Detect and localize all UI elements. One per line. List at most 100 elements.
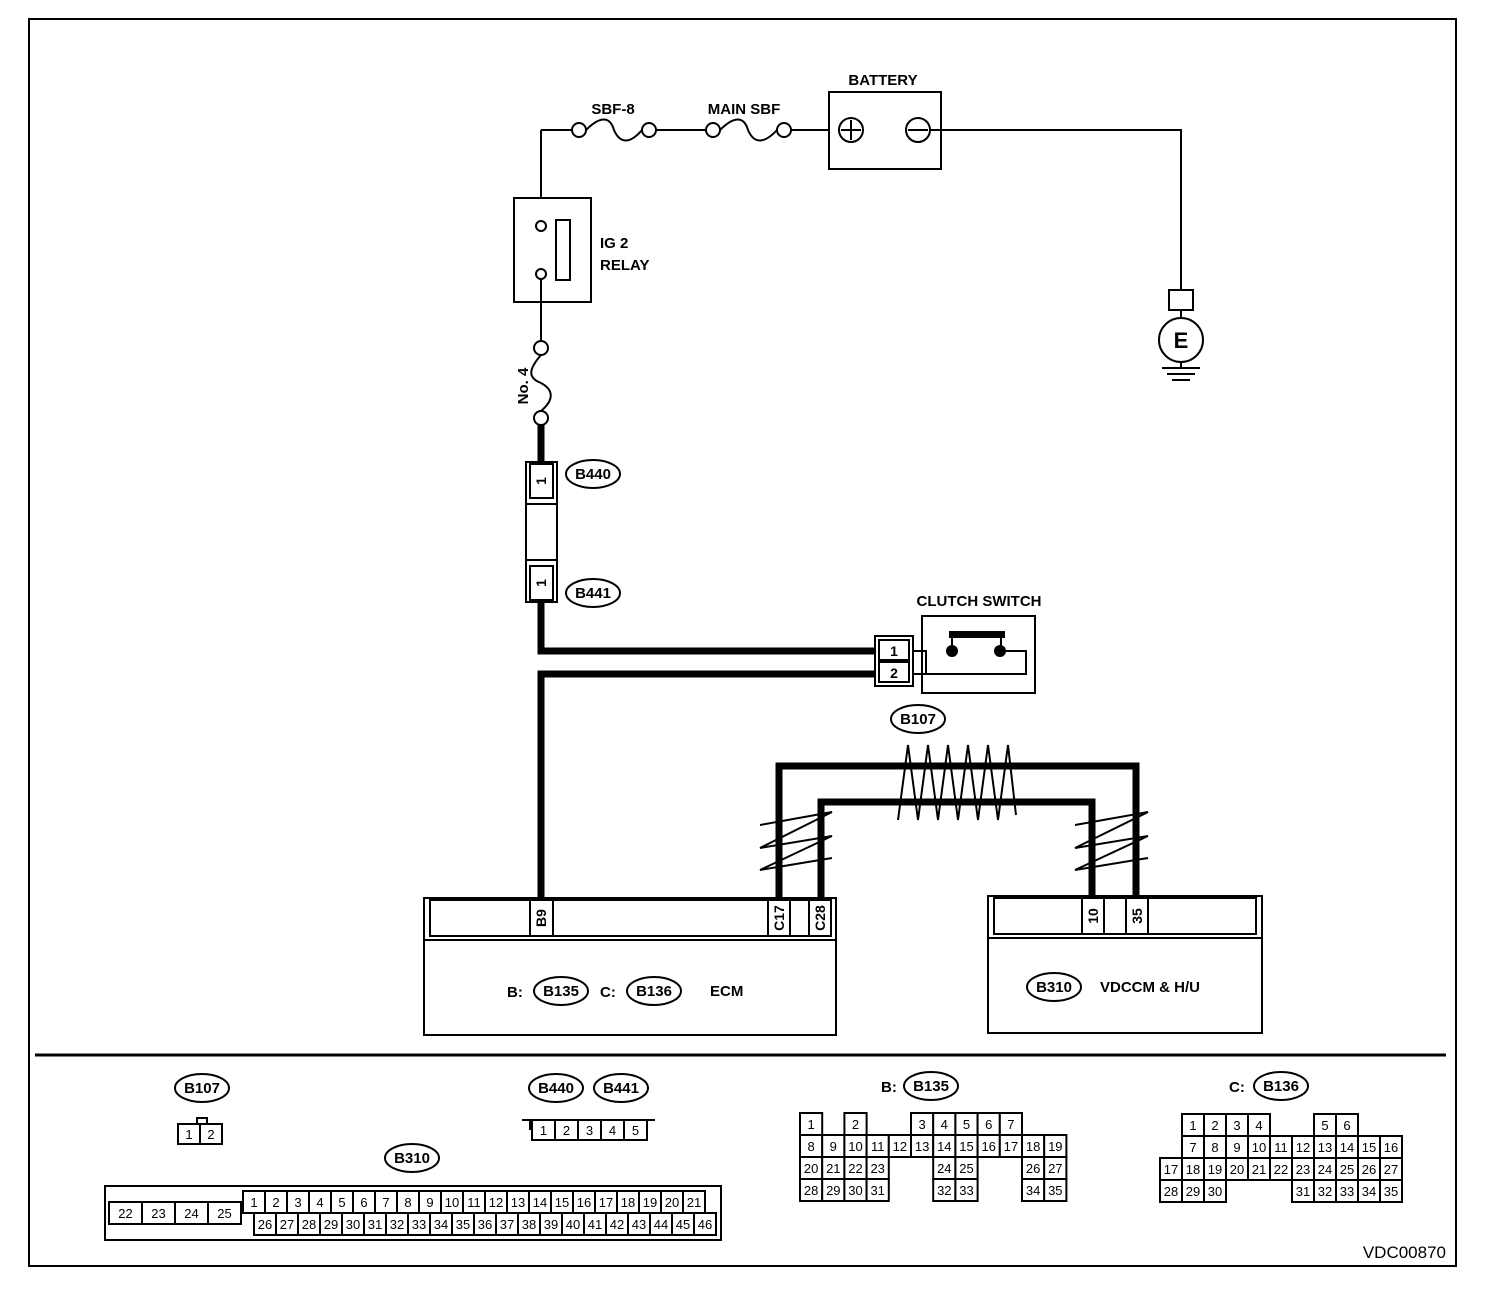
b136-pin-number: 15 <box>1362 1140 1376 1155</box>
b135-pin-number: 33 <box>959 1183 973 1198</box>
b135-pin-number: 28 <box>804 1183 818 1198</box>
b135-pin-number: 3 <box>918 1117 925 1132</box>
b310-pin-number: 41 <box>588 1217 602 1232</box>
b310-pin-number: 38 <box>522 1217 536 1232</box>
b135-pin-number: 5 <box>963 1117 970 1132</box>
b136-pin-number: 6 <box>1343 1118 1350 1133</box>
b135-pin-number: 29 <box>826 1183 840 1198</box>
b440-pin-number: 3 <box>586 1123 593 1138</box>
b135-pin-number: 1 <box>807 1117 814 1132</box>
b310-pin-number: 45 <box>676 1217 690 1232</box>
b135-pin-number: 9 <box>830 1139 837 1154</box>
b135-pin-number: 8 <box>807 1139 814 1154</box>
b135-pin-number: 12 <box>893 1139 907 1154</box>
b136-pin-number: 25 <box>1340 1162 1354 1177</box>
b135-pin-number: 4 <box>941 1117 948 1132</box>
b441-label: B441 <box>575 585 611 602</box>
b107-pin-number: 2 <box>207 1127 214 1142</box>
b135-pin-number: 6 <box>985 1117 992 1132</box>
figure-id: VDC00870 <box>1363 1243 1446 1262</box>
b135-pin-number: 23 <box>870 1161 884 1176</box>
ecm-c-prefix: C: <box>600 984 616 1001</box>
b310-pin-number: 13 <box>511 1195 525 1210</box>
legend-b136-label: B136 <box>1263 1078 1299 1095</box>
b310-pin-number: 4 <box>316 1195 323 1210</box>
b310-pin-number: 44 <box>654 1217 668 1232</box>
vdc-b310-label: B310 <box>1036 979 1072 996</box>
b136-pin-number: 5 <box>1321 1118 1328 1133</box>
b310-pin-number: 35 <box>456 1217 470 1232</box>
b310-pin-number: 9 <box>426 1195 433 1210</box>
b310-pin-number: 28 <box>302 1217 316 1232</box>
b310_left-pin-number: 23 <box>151 1206 165 1221</box>
b136-pin-number: 16 <box>1384 1140 1398 1155</box>
b136-pin-number: 2 <box>1211 1118 1218 1133</box>
b136-pin-number: 13 <box>1318 1140 1332 1155</box>
b310-pin-number: 31 <box>368 1217 382 1232</box>
b136-pin-number: 8 <box>1211 1140 1218 1155</box>
b135-pin-number: 27 <box>1048 1161 1062 1176</box>
b136-pin-number: 20 <box>1230 1162 1244 1177</box>
b310-pin-number: 19 <box>643 1195 657 1210</box>
b136-pin-number: 33 <box>1340 1184 1354 1199</box>
relay-label: RELAY <box>600 257 649 274</box>
b136-pin-number: 19 <box>1208 1162 1222 1177</box>
vdccm-module: 10 35 B310 VDCCM & H/U <box>987 895 1263 1034</box>
b136-pin-number: 14 <box>1340 1140 1354 1155</box>
b136-pin-number: 34 <box>1362 1184 1376 1199</box>
clutch-pin-1: 1 <box>890 643 898 659</box>
b310-pin-number: 10 <box>445 1195 459 1210</box>
b136-pin-number: 9 <box>1233 1140 1240 1155</box>
b136-pin-number: 10 <box>1252 1140 1266 1155</box>
b310-pin-number: 33 <box>412 1217 426 1232</box>
b135-pin-number: 16 <box>981 1139 995 1154</box>
b136-pin-number: 31 <box>1296 1184 1310 1199</box>
b136-pin-number: 32 <box>1318 1184 1332 1199</box>
b135-pin-cell <box>1043 1178 1068 1202</box>
b135-pin-number: 34 <box>1026 1183 1040 1198</box>
b310-pin-number: 27 <box>280 1217 294 1232</box>
ecm-pin-b9: B9 <box>533 909 549 927</box>
b310-pin-number: 11 <box>467 1195 481 1210</box>
b310-pin-number: 21 <box>687 1195 701 1210</box>
legend-b440-label: B440 <box>538 1080 574 1097</box>
b440-pin-cell <box>623 1119 648 1141</box>
b136-pin-number: 28 <box>1164 1184 1178 1199</box>
b135-pin-number: 15 <box>959 1139 973 1154</box>
b107-label: B107 <box>900 711 936 728</box>
b136-pin-number: 11 <box>1274 1140 1288 1155</box>
b135-pin-number: 18 <box>1026 1139 1040 1154</box>
fuse-no4: No. 4 <box>515 340 552 426</box>
b135-pin-number: 22 <box>848 1161 862 1176</box>
b136-pin-number: 18 <box>1186 1162 1200 1177</box>
vdc-pin-10: 10 <box>1085 908 1101 924</box>
b310-pin-number: 15 <box>555 1195 569 1210</box>
b310-pin-number: 43 <box>632 1217 646 1232</box>
legend-c-prefix: C: <box>1229 1079 1245 1096</box>
clutch-switch: CLUTCH SWITCH 1 2 <box>874 593 1041 694</box>
b440-pin-number: 1 <box>540 1123 547 1138</box>
vdc-pin-35: 35 <box>1129 908 1145 924</box>
b107-twisted-pair: B107 <box>759 704 1149 898</box>
diagram-frame <box>28 18 1457 1267</box>
b135-pin-cell <box>954 1178 979 1202</box>
ecm-b-prefix: B: <box>507 984 523 1001</box>
b135-pin-number: 17 <box>1004 1139 1018 1154</box>
b136-pin-number: 3 <box>1233 1118 1240 1133</box>
legend-b441-label: B441 <box>603 1080 639 1097</box>
ig2-relay: IG 2 RELAY <box>513 197 649 340</box>
b440-pin-number: 5 <box>632 1123 639 1138</box>
b310-pin-number: 34 <box>434 1217 448 1232</box>
b135-pin-number: 35 <box>1048 1183 1062 1198</box>
ecm-b135-label: B135 <box>543 983 579 1000</box>
b136-pin-number: 35 <box>1384 1184 1398 1199</box>
b310_left-pin-number: 24 <box>184 1206 198 1221</box>
b310-pin-number: 5 <box>338 1195 345 1210</box>
b310-pin-number: 40 <box>566 1217 580 1232</box>
b136-pin-number: 1 <box>1189 1118 1196 1133</box>
battery-circuit: E SBF-8 MAIN SBF BATTERY <box>540 72 1204 381</box>
b441-pin: 1 <box>533 579 549 587</box>
b310-pin-number: 7 <box>382 1195 389 1210</box>
b135-pin-number: 11 <box>871 1139 885 1154</box>
b310-pin-number: 20 <box>665 1195 679 1210</box>
